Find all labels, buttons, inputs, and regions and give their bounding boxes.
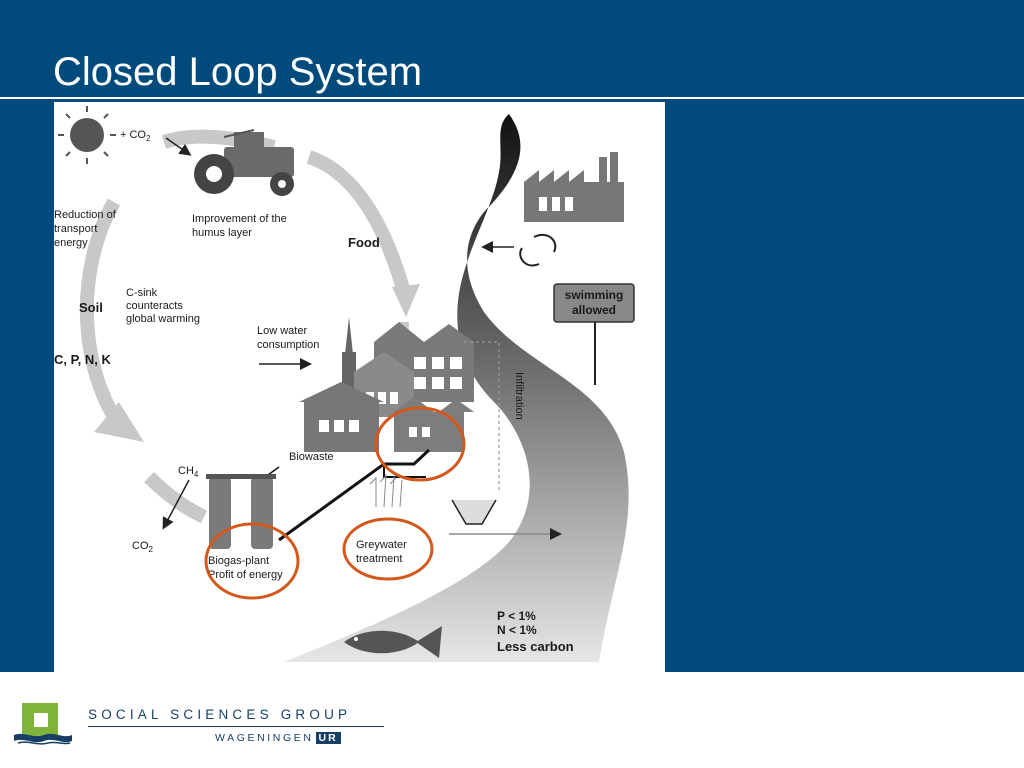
wageningen-logo-icon — [14, 703, 72, 745]
factory-icon — [524, 152, 624, 222]
csink-label-1: C-sink — [126, 287, 158, 299]
reduction-label-1: Reduction of — [54, 209, 117, 221]
infiltration-basin — [451, 499, 497, 525]
river — [284, 114, 629, 662]
csink-label-3: global warming — [126, 313, 200, 325]
fish-icon — [344, 626, 442, 658]
cycle-arrowhead-soil — [94, 402, 144, 442]
greywater-label-2: treatment — [356, 553, 402, 565]
swimming-label-1: swimming — [565, 288, 624, 302]
sun-icon — [58, 106, 116, 164]
cycle-arc-bottom — [144, 472, 208, 524]
cycle-arrowhead-food — [392, 284, 420, 317]
highlight-circle-biogas — [204, 522, 300, 600]
town-icon — [299, 317, 474, 452]
swimming-label-2: allowed — [572, 303, 616, 317]
cycle-arc-left — [79, 198, 130, 437]
ch4-label: CH4 — [178, 465, 199, 479]
nutrients-label: C, P, N, K — [54, 352, 111, 367]
closed-loop-diagram: + CO2 swimming allowed — [54, 102, 665, 672]
co2-bottom-label: CO2 — [132, 540, 154, 554]
wageningen-label: WAGENINGEN — [215, 732, 314, 744]
sewer-pipe — [278, 448, 431, 542]
river-stat-p: P < 1% — [497, 609, 536, 623]
biogas-label-2: Profit of energy — [208, 569, 283, 581]
ch4-arrow — [162, 479, 190, 530]
biogas-plant-icon — [206, 474, 276, 549]
co2-arrow — [165, 137, 192, 156]
diagram-canvas: + CO2 swimming allowed — [54, 106, 635, 662]
greywater-pipe — [383, 464, 426, 478]
tractor-icon — [194, 129, 294, 196]
highlight-circle-greywater — [342, 517, 434, 581]
humus-label-2: humus layer — [192, 227, 252, 239]
reed-bed-icon — [369, 473, 403, 508]
highlight-circle-houses — [374, 406, 466, 482]
food-label: Food — [348, 235, 380, 250]
footer-divider — [88, 726, 384, 727]
biogas-label-1: Biogas-plant — [208, 555, 269, 567]
cycle-arc-top — [306, 150, 411, 294]
slide-title: Closed Loop System — [53, 50, 423, 94]
river-stat-carbon: Less carbon — [497, 639, 574, 654]
org-subname: WAGENINGEN UR — [215, 732, 341, 744]
river-stat-n: N < 1% — [497, 623, 537, 637]
water-label-1: Low water — [257, 325, 307, 337]
csink-label-2: counteracts — [126, 300, 183, 312]
infiltration-path — [464, 341, 500, 492]
water-label-2: consumption — [257, 339, 319, 351]
greywater-label-1: Greywater — [356, 539, 407, 551]
cycle-icon — [519, 233, 557, 267]
soil-label: Soil — [79, 300, 103, 315]
co2-top-label: + CO2 — [120, 129, 151, 143]
biowaste-label: Biowaste — [289, 451, 334, 463]
reduction-label-2: transport — [54, 223, 97, 235]
title-divider — [0, 97, 1024, 99]
infiltration-label: Infiltration — [513, 372, 525, 420]
ur-badge: UR — [315, 732, 341, 744]
reduction-label-3: energy — [54, 237, 88, 249]
org-name: SOCIAL SCIENCES GROUP — [88, 707, 352, 722]
humus-label-1: Improvement of the — [192, 213, 287, 225]
